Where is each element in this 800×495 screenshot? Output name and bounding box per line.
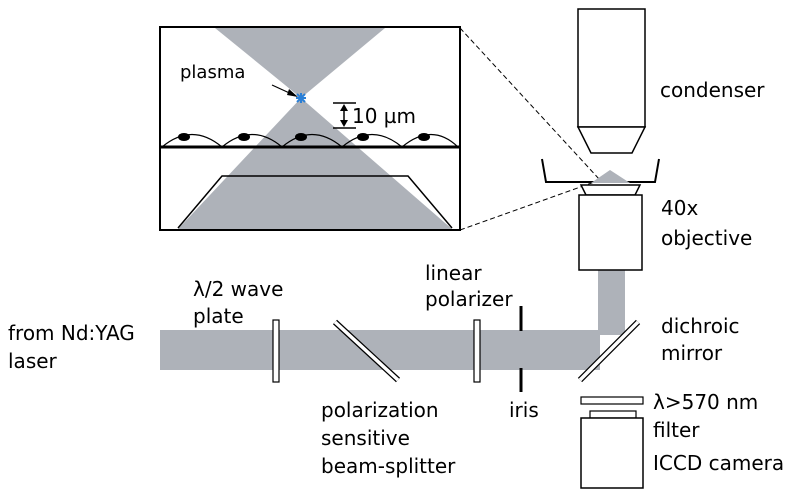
splitter-label-line3: beam-splitter (321, 454, 456, 478)
plasma-spark (296, 93, 306, 103)
beam-splitter-inner (333, 320, 400, 382)
condenser (576, 8, 647, 154)
polarizer-label-line2: polarizer (425, 287, 513, 311)
zoom-line-bottom (459, 179, 601, 231)
waveplate-label-line1: λ/2 wave (193, 277, 283, 301)
inset-objective-outline (177, 175, 453, 229)
scale-arrowhead-down (340, 120, 348, 127)
filter-label-line1: λ>570 nm (653, 390, 758, 414)
polarizer-label-line1: linear (425, 261, 482, 285)
objective-focus-cone (591, 170, 630, 183)
dichroic-mirror-inner (578, 320, 640, 382)
inset-panel: 10 µm plasma (159, 26, 461, 231)
inset-beam-lower-cone (178, 98, 452, 229)
objective-label-line2: objective (661, 226, 752, 250)
inset-beam-upper-cone (215, 28, 385, 98)
splitter-label-line2: sensitive (321, 426, 410, 450)
beam-to-objective (598, 270, 625, 335)
scale-arrowhead-up (340, 104, 348, 111)
condenser-label: condenser (660, 78, 765, 102)
objective (578, 184, 643, 271)
dichroic-label-line2: mirror (661, 341, 723, 365)
waveplate-label-line2: plate (193, 304, 244, 328)
linear-polarizer (473, 319, 481, 383)
cells-layer (161, 134, 459, 148)
dichroic-label-line1: dichroic (661, 314, 740, 338)
half-wave-plate (272, 319, 280, 383)
laser-label-line2: laser (8, 349, 58, 373)
cell-nuclei (178, 133, 430, 141)
objective-label-line1: 40x (661, 196, 698, 220)
filter-label-line2: filter (653, 418, 700, 442)
splitter-label-line1: polarization (321, 398, 439, 422)
zoom-line-top (459, 27, 601, 181)
plasma-label: plasma (180, 62, 245, 83)
plasma-arrowhead (287, 89, 298, 97)
filter (580, 396, 644, 405)
iris-label: iris (509, 398, 539, 422)
camera-label: ICCD camera (653, 451, 784, 475)
laser-label-line1: from Nd:YAG (8, 321, 135, 345)
scale-label: 10 µm (352, 104, 416, 128)
iccd-camera (580, 410, 644, 489)
